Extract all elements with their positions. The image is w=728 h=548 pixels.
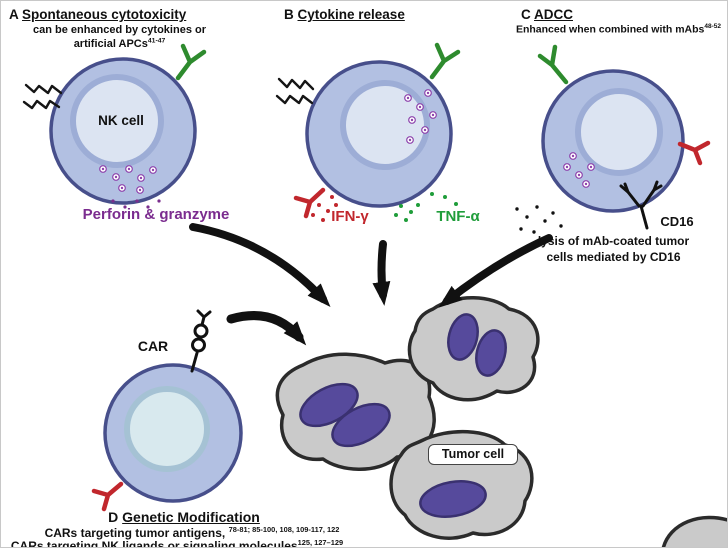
panel-d-line2-superscript: 125, 127–129 — [297, 538, 344, 547]
granules-a — [99, 165, 161, 209]
nk-cell-c — [541, 69, 685, 213]
green-receptor-icon-c — [537, 44, 569, 85]
perforin-granzyme-caption: Perforin & granzyme — [82, 206, 230, 223]
cd16-label: CD16 — [660, 214, 694, 229]
granules-b — [404, 89, 437, 144]
nk-cell-label: NK cell — [98, 113, 144, 128]
nk-cell-d-car — [103, 363, 243, 503]
arrow-from-d — [226, 311, 307, 346]
car-label: CAR — [137, 338, 169, 354]
panel-a-letter: A — [9, 7, 19, 22]
panel-b-letter: B — [284, 7, 294, 22]
ifn-gamma-dots — [311, 195, 338, 222]
panel-d-letter: D — [108, 509, 119, 525]
lysis-specks — [515, 205, 563, 234]
arrow-from-b — [372, 240, 391, 306]
red-receptor-icon-c — [677, 140, 711, 166]
panel-d-title: Genetic Modification — [122, 509, 260, 525]
arrow-from-c — [438, 234, 553, 308]
green-receptor-icon-b — [429, 42, 461, 80]
tumor-cell-left — [275, 352, 436, 471]
squiggly-receptor-icon-b — [275, 77, 315, 105]
panel-a-subtitle-text: can be enhanced by cytokines or artifici… — [32, 24, 206, 51]
tnf-alpha-caption: TNF-α — [436, 208, 480, 225]
panel-c-subtitle: Enhanced when combined with mAbs48-52 — [471, 23, 721, 37]
panel-a-header: A Spontaneous cytotoxicity — [9, 7, 186, 23]
panel-d-line2: CARs targeting NK ligands or signaling m… — [1, 538, 353, 548]
panel-d-header: D Genetic Modification — [89, 509, 279, 526]
red-receptor-icon-d — [91, 481, 124, 512]
panel-b-title: Cytokine release — [297, 7, 405, 22]
car-receptor-icon — [190, 309, 212, 373]
lysis-caption: lysis of mAb-coated tumor cells mediated… — [537, 234, 690, 265]
red-receptor-icon-b — [293, 187, 326, 219]
panel-d-line1-superscript: 78-81; 85-100, 108, 109-117, 122 — [228, 525, 340, 534]
panel-a-subtitle-superscript: 41-47 — [147, 37, 166, 45]
panel-d-line1-text: CARs targeting tumor antigens, — [44, 526, 226, 540]
tumor-cell-label: Tumor cell — [428, 444, 518, 465]
panel-d-line2-text: CARs targeting NK ligands or signaling m… — [10, 539, 298, 548]
panel-b-header: B Cytokine release — [284, 7, 405, 23]
granules-c — [563, 152, 595, 188]
ifn-gamma-caption: IFN-γ — [331, 208, 369, 225]
antibody-cd16-icon — [619, 180, 663, 230]
panel-a-title: Spontaneous cytotoxicity — [22, 7, 187, 22]
tnf-alpha-dots — [394, 192, 458, 222]
tumor-cell-top-right — [407, 296, 540, 402]
panel-c-title: ADCC — [534, 7, 573, 22]
panel-a-subtitle: can be enhanced by cytokines or artifici… — [17, 23, 222, 52]
arrows — [189, 223, 553, 346]
tumor-cell-corner-partial — [661, 515, 727, 547]
arrow-from-a — [189, 223, 331, 308]
panel-d-line1: CARs targeting tumor antigens, 78-81; 85… — [9, 525, 375, 540]
green-receptor-icon-a — [175, 43, 207, 81]
squiggly-receptor-icon-a — [22, 83, 63, 110]
nk-cell-b — [305, 60, 453, 208]
panel-c-header: C ADCC — [521, 7, 573, 23]
nk-cell-a — [49, 57, 197, 205]
panel-c-letter: C — [521, 7, 531, 22]
panel-c-subtitle-text: Enhanced when combined with mAbs — [515, 23, 705, 36]
panel-c-subtitle-superscript: 48-52 — [704, 23, 721, 30]
